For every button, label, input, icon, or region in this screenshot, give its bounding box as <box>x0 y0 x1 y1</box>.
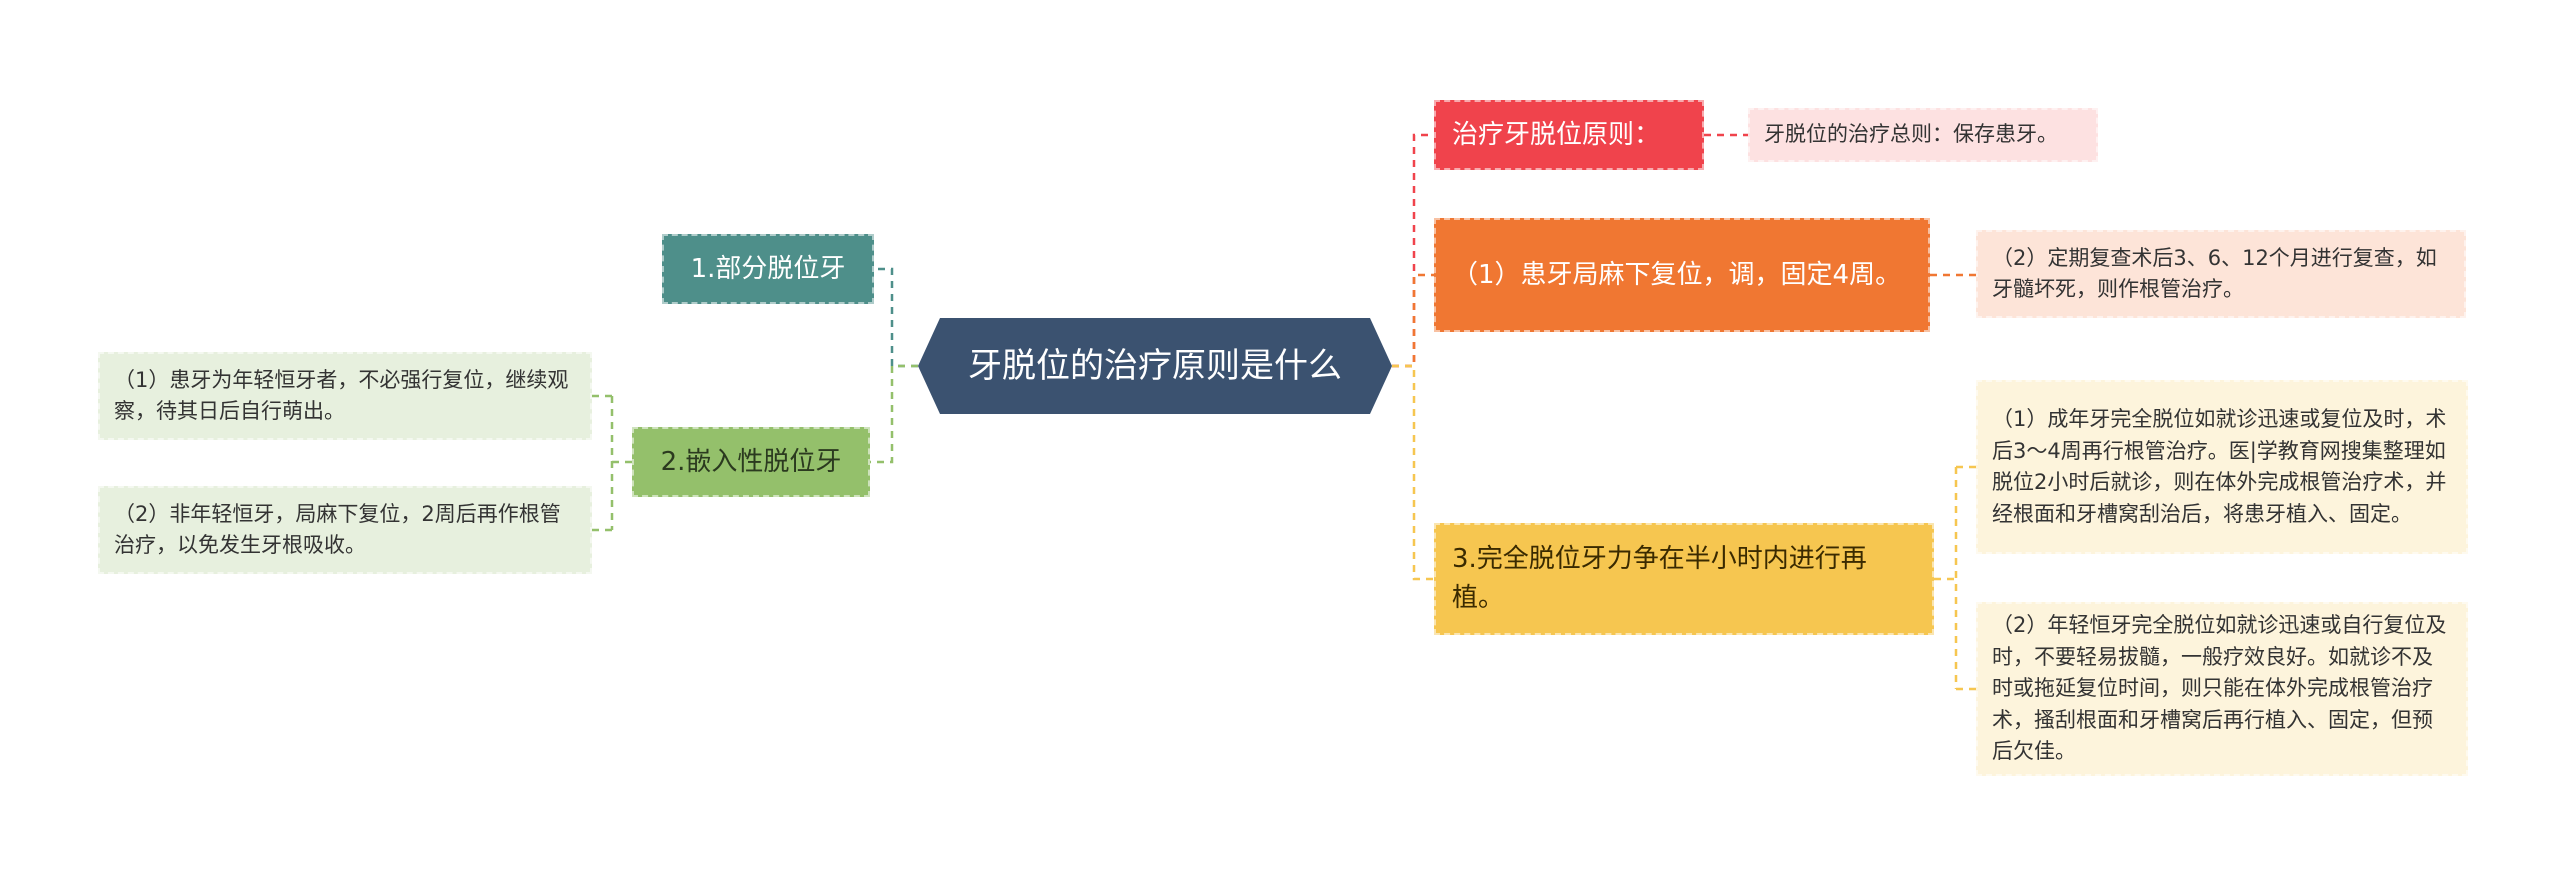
leaf-text: （2）非年轻恒牙，局麻下复位，2周后再作根管治疗，以免发生牙根吸收。 <box>114 501 561 558</box>
central-topic[interactable]: 牙脱位的治疗原则是什么 <box>918 318 1392 414</box>
leaf-intrusive-young-tooth[interactable]: （1）患牙为年轻恒牙者，不必强行复位，继续观察，待其日后自行萌出。 <box>98 352 592 440</box>
leaf-follow-up[interactable]: （2）定期复查术后3、6、12个月进行复查，如牙髓坏死，则作根管治疗。 <box>1976 230 2466 318</box>
branch-complete-dislocation[interactable]: 3.完全脱位牙力争在半小时内进行再植。 <box>1434 523 1934 635</box>
link-center-reposition <box>1392 273 1434 368</box>
link-center-principle <box>1392 133 1434 368</box>
link-complete-leaves <box>1934 465 1976 691</box>
branch-label: （1）患牙局麻下复位，调，固定4周。 <box>1452 259 1902 290</box>
branch-reposition-fixation[interactable]: （1）患牙局麻下复位，调，固定4周。 <box>1434 218 1930 332</box>
link-center-partial <box>874 267 918 368</box>
leaf-adult-complete-dislocation[interactable]: （1）成年牙完全脱位如就诊迅速或复位及时，术后3～4周再行根管治疗。医|学教育网… <box>1976 380 2468 554</box>
branch-treatment-principle[interactable]: 治疗牙脱位原则： <box>1434 100 1704 170</box>
leaf-text: （1）患牙为年轻恒牙者，不必强行复位，继续观察，待其日后自行萌出。 <box>114 367 569 424</box>
leaf-text: （2）年轻恒牙完全脱位如就诊迅速或自行复位及时，不要轻易拔髓，一般疗效良好。如就… <box>1992 613 2447 764</box>
branch-label: 3.完全脱位牙力争在半小时内进行再植。 <box>1452 544 1867 613</box>
central-topic-label: 牙脱位的治疗原则是什么 <box>968 345 1342 386</box>
leaf-young-complete-dislocation[interactable]: （2）年轻恒牙完全脱位如就诊迅速或自行复位及时，不要轻易拔髓，一般疗效良好。如就… <box>1976 602 2468 776</box>
branch-label: 治疗牙脱位原则： <box>1452 119 1661 150</box>
branch-partial-dislocation[interactable]: 1.部分脱位牙 <box>662 234 874 304</box>
branch-label: 1.部分脱位牙 <box>690 253 846 284</box>
link-center-intrusive <box>870 364 918 464</box>
leaf-text: （1）成年牙完全脱位如就诊迅速或复位及时，术后3～4周再行根管治疗。医|学教育网… <box>1992 407 2447 526</box>
leaf-intrusive-mature-tooth[interactable]: （2）非年轻恒牙，局麻下复位，2周后再作根管治疗，以免发生牙根吸收。 <box>98 486 592 574</box>
leaf-principle-summary[interactable]: 牙脱位的治疗总则：保存患牙。 <box>1748 108 2098 162</box>
branch-intrusive-dislocation[interactable]: 2.嵌入性脱位牙 <box>632 427 870 497</box>
link-center-complete <box>1392 364 1434 581</box>
leaf-text: 牙脱位的治疗总则：保存患牙。 <box>1764 122 2058 147</box>
leaf-text: （2）定期复查术后3、6、12个月进行复查，如牙髓坏死，则作根管治疗。 <box>1992 245 2437 302</box>
branch-label: 2.嵌入性脱位牙 <box>660 446 842 477</box>
link-intrusive-leaves <box>592 394 632 532</box>
